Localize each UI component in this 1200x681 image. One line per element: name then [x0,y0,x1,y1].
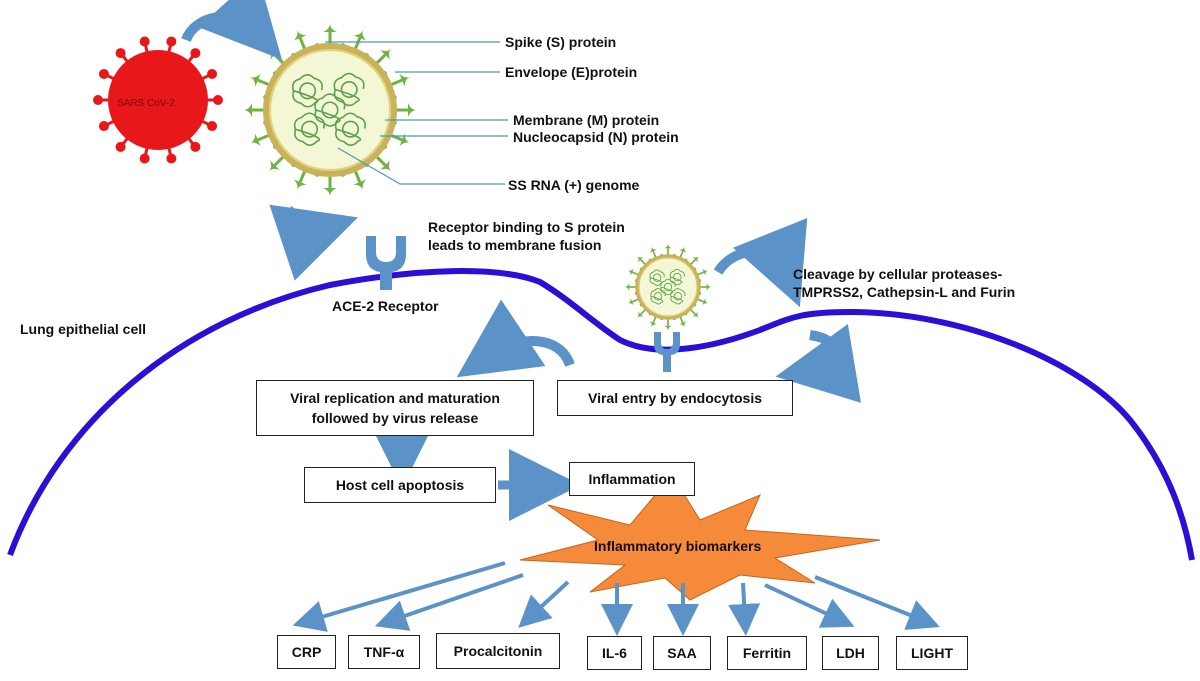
arrow-into-cell [775,323,862,403]
replication-line-1: Viral replication and maturation [290,390,500,406]
marker-saa: SAA [653,636,711,670]
apoptosis-box: Host cell apoptosis [304,467,496,503]
small-receptor-icon [654,332,680,372]
virus-name-label: SARS CoV-2 [117,98,175,109]
spike-tip [207,121,218,132]
sars-cov-2-virus [93,36,223,164]
spike-tip [166,36,177,47]
marker-il6: IL-6 [587,636,642,670]
biomarker-arrow [764,583,855,628]
envelope-label: Envelope (E)protein [505,64,638,80]
biomarker-arrows [292,561,940,636]
spike-tip [190,141,201,152]
straight-arrows [366,416,581,521]
biomarker-arrow [814,575,940,630]
spike-tip [190,48,201,59]
arrow-cleavage [713,217,808,308]
replication-box: Viral replication and maturation followe… [256,380,534,436]
spike-tip [139,153,150,164]
viral-entry-box: Viral entry by endocytosis [557,380,793,416]
virion-cross-section [243,23,417,197]
spike-tip [166,153,177,164]
inflammation-box: Inflammation [569,462,695,496]
spike-tip [213,95,223,105]
arrow-virus-to-virion [181,0,282,60]
spike-tip [93,95,103,105]
structure-leader-lines [325,41,508,185]
arrow-virion-to-receptor [269,204,358,281]
receptor-binding-label-2: leads to membrane fusion [428,237,602,253]
cleavage-label-1: Cleavage by cellular proteases- [793,266,1003,282]
cleavage-label-2: TMPRSS2, Cathepsin-L and Furin [793,284,1016,300]
replication-line-2: followed by virus release [311,410,479,426]
small-virion [624,243,712,331]
ace2-receptor-icon [366,236,406,290]
curved-arrows [181,0,862,403]
biomarker-arrow [292,561,506,632]
inflammatory-star [519,474,881,601]
spike-tip [98,121,109,132]
receptor-binding-label-1: Receptor binding to S protein [428,219,625,235]
biomarker-arrow [518,580,570,628]
marker-ldh: LDH [822,636,879,670]
marker-crp: CRP [277,635,336,669]
marker-ferritin: Ferritin [727,636,807,670]
ace2-label: ACE-2 Receptor [332,298,439,314]
nucleocapsid-label: Nucleocapsid (N) protein [513,129,679,145]
lung-cell-label: Lung epithelial cell [20,321,147,337]
marker-light: LIGHT [896,636,968,670]
marker-procalcitonin: Procalcitonin [436,633,560,669]
spike-tip [207,68,218,79]
spike-tip [115,141,126,152]
membrane-label: Membrane (M) protein [513,112,660,128]
genome-label: SS RNA (+) genome [508,177,640,193]
spike-tip [139,36,150,47]
spike-tip [115,48,126,59]
spike-label: Spike (S) protein [505,34,617,50]
arrow-entry-to-replication [456,299,575,378]
biomarkers-label: Inflammatory biomarkers [594,538,762,554]
marker-tnf: TNF-α [348,635,420,669]
biomarker-arrow [374,573,524,631]
biomarker-arrow [728,582,761,636]
spike-tip [98,68,109,79]
